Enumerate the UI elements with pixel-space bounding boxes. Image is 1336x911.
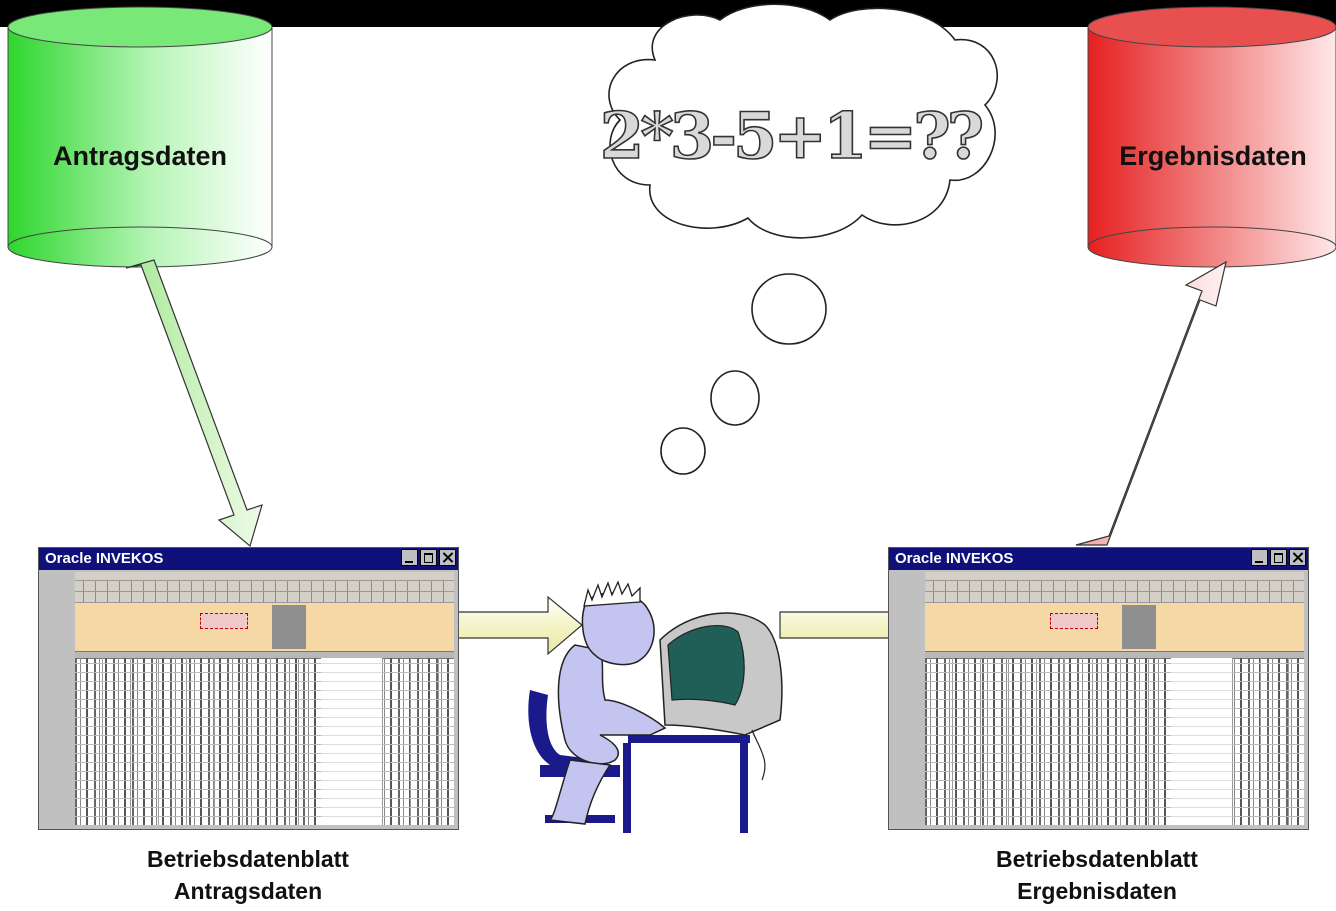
left-window-minimize-button[interactable] [401,549,418,566]
right-caption: Betriebsdatenblatt Ergebnisdaten [887,843,1307,907]
right-window-maximize-button[interactable] [1270,549,1287,566]
chair-back [528,690,600,770]
right-window-titlebar: Oracle INVEKOS [889,548,1308,570]
thought-bubble-large [751,273,827,345]
desk-leg-right [740,743,748,833]
right-spreadsheet-preview [925,572,1304,825]
right-caption-line1: Betriebsdatenblatt [996,846,1198,872]
left-window-titlebar: Oracle INVEKOS [39,548,458,570]
left-window-close-button[interactable] [439,549,456,566]
right-window-minimize-button[interactable] [1251,549,1268,566]
left-oracle-window: Oracle INVEKOS [38,547,459,830]
right-caption-line2: Ergebnisdaten [1017,878,1177,904]
left-caption: Betriebsdatenblatt Antragsdaten [38,843,458,907]
output-database: Ergebnisdaten [1087,6,1336,268]
user-at-computer [528,580,783,833]
output-database-label: Ergebnisdaten [1119,141,1307,171]
monitor-cable [751,729,766,781]
left-window-maximize-button[interactable] [420,549,437,566]
input-database: Antragsdaten [7,6,273,268]
left-caption-line1: Betriebsdatenblatt [147,846,349,872]
left-caption-line2: Antragsdaten [173,878,323,904]
input-flow-arrow [125,259,263,548]
thought-bubble-small [660,427,706,475]
thought-bubble-medium [710,370,760,426]
desk-leg-left [623,743,631,833]
output-flow-arrow [1075,260,1227,546]
monitor-screen [667,625,745,706]
desk-top [628,735,750,743]
right-window-title: Oracle INVEKOS [895,550,1014,567]
user-hair [583,580,641,607]
user-body [557,644,667,765]
left-spreadsheet-preview [75,572,454,825]
left-window-title: Oracle INVEKOS [45,550,164,567]
thought-formula: 2*3-5+1=?? [600,99,982,174]
user-legs [548,759,612,825]
input-database-label: Antragsdaten [53,141,227,171]
right-oracle-window: Oracle INVEKOS [888,547,1309,830]
thought-cloud: 2*3-5+1=?? [599,3,999,475]
right-window-close-button[interactable] [1289,549,1306,566]
